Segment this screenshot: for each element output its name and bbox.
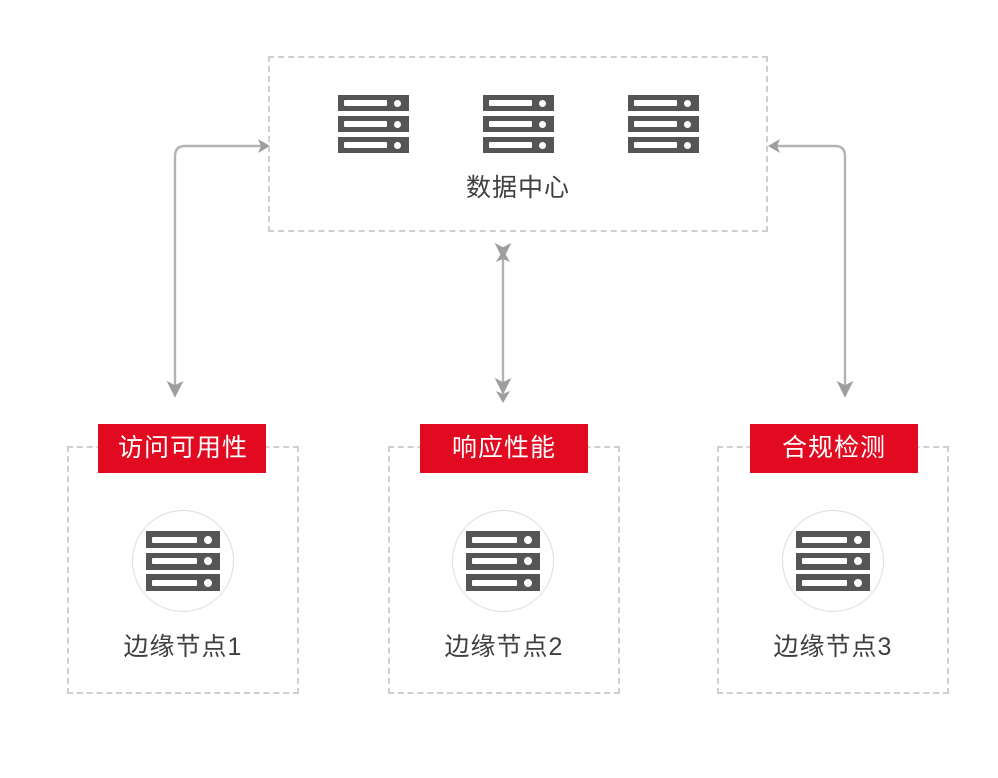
- server-rack-icon: [466, 531, 540, 591]
- server-rack-icon: [482, 95, 554, 153]
- connector-center-arrowhead-up: [496, 250, 510, 262]
- connector-right-arrowhead-to-datacenter: [768, 139, 780, 153]
- edge-node-1-badge: 访问可用性: [98, 424, 266, 473]
- connector-right-elbow: [774, 144, 854, 398]
- server-rack-icon: [337, 95, 409, 153]
- server-rack-icon: [627, 95, 699, 153]
- server-rack-icon: [146, 531, 220, 591]
- datacenter-server-icons: [268, 95, 768, 153]
- edge-node-3-label: 边缘节点3: [773, 633, 893, 661]
- edge-node-1-icon-circle: [132, 510, 234, 612]
- server-rack-icon: [796, 531, 870, 591]
- edge-node-1-label: 边缘节点1: [123, 633, 243, 661]
- datacenter-label: 数据中心: [465, 174, 570, 202]
- datacenter-group-box: [268, 56, 768, 232]
- edge-node-3-icon-circle: [782, 510, 884, 612]
- edge-node-2-label: 边缘节点2: [444, 633, 564, 661]
- edge-node-2-badge: 响应性能: [420, 424, 588, 473]
- edge-node-2-icon-circle: [452, 510, 554, 612]
- edge-node-3-badge: 合规检测: [750, 424, 918, 473]
- connector-center-arrowhead-down: [496, 391, 510, 403]
- connector-left-elbow: [166, 144, 264, 398]
